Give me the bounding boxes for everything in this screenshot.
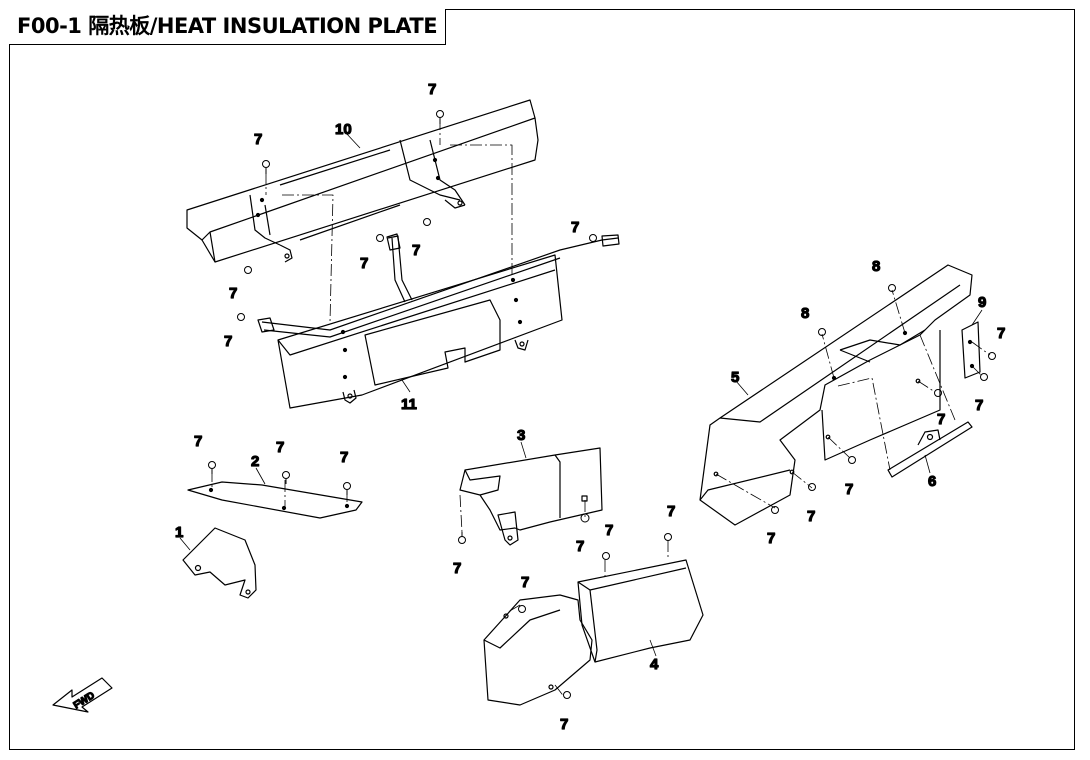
callout-7: 7 bbox=[605, 522, 613, 539]
bolt bbox=[518, 605, 526, 613]
callout-7: 7 bbox=[521, 574, 529, 591]
bolt bbox=[282, 471, 290, 484]
fwd-arrow-icon: FWD bbox=[52, 677, 113, 713]
callout-labels: 7 7 10 7 7 7 7 7 11 7 2 7 7 1 3 7 7 7 7 … bbox=[174, 80, 1006, 733]
part-3-center-shield bbox=[459, 447, 603, 546]
bolt bbox=[436, 110, 444, 124]
bolt bbox=[664, 533, 672, 541]
bolt bbox=[580, 513, 590, 523]
diagram-title: F00-1 隔热板/HEAT INSULATION PLATE bbox=[9, 9, 447, 45]
callout-3: 3 bbox=[517, 427, 525, 444]
part-1-bracket bbox=[182, 527, 257, 599]
callout-7: 7 bbox=[767, 530, 775, 547]
part-11-lower-heat-shield bbox=[257, 233, 620, 409]
bolt bbox=[376, 234, 384, 242]
bolt bbox=[848, 456, 856, 464]
bolt bbox=[602, 552, 610, 560]
callout-7: 7 bbox=[229, 285, 237, 302]
callout-7: 7 bbox=[667, 503, 675, 520]
bolt bbox=[818, 328, 826, 336]
bolt bbox=[771, 506, 779, 514]
callout-10: 10 bbox=[335, 121, 352, 138]
bolt bbox=[589, 234, 597, 242]
callout-7: 7 bbox=[807, 508, 815, 525]
callout-7: 7 bbox=[194, 433, 202, 450]
bolt bbox=[423, 218, 431, 226]
alignment-lines bbox=[211, 118, 991, 699]
part-9-plate bbox=[961, 321, 981, 379]
callout-8: 8 bbox=[872, 258, 880, 275]
bolt bbox=[934, 389, 942, 397]
callout-7: 7 bbox=[428, 81, 436, 98]
callout-7: 7 bbox=[997, 325, 1005, 342]
callout-7: 7 bbox=[975, 397, 983, 414]
bolt bbox=[237, 313, 245, 321]
callout-7: 7 bbox=[937, 411, 945, 428]
callout-7: 7 bbox=[576, 538, 584, 555]
bolt bbox=[244, 266, 252, 274]
bolt bbox=[808, 483, 816, 491]
callout-7: 7 bbox=[453, 560, 461, 577]
leader-lines bbox=[179, 132, 983, 657]
part-10-upper-heat-shield bbox=[186, 99, 539, 263]
bolt bbox=[988, 352, 996, 360]
part-2-plate bbox=[187, 481, 363, 519]
callout-5: 5 bbox=[731, 369, 739, 386]
callout-11: 11 bbox=[401, 396, 417, 413]
part-5-large-shield bbox=[699, 264, 973, 526]
bolt bbox=[458, 532, 466, 544]
callout-1: 1 bbox=[175, 524, 183, 541]
callout-8: 8 bbox=[801, 305, 809, 322]
bolt bbox=[262, 160, 270, 174]
callout-4: 4 bbox=[650, 656, 659, 673]
callout-7: 7 bbox=[412, 242, 420, 259]
callout-7: 7 bbox=[360, 255, 368, 272]
callout-9: 9 bbox=[978, 294, 986, 311]
part-6-bracket bbox=[887, 421, 973, 478]
bolt bbox=[980, 373, 988, 381]
callout-2: 2 bbox=[251, 453, 259, 470]
callout-7: 7 bbox=[254, 131, 262, 148]
bolt bbox=[563, 691, 571, 699]
callout-7: 7 bbox=[560, 716, 568, 733]
bolt bbox=[208, 461, 216, 474]
diagram-frame bbox=[9, 9, 1075, 750]
callout-7: 7 bbox=[340, 449, 348, 466]
part-4-muffler-shield bbox=[483, 559, 704, 706]
callout-7: 7 bbox=[276, 439, 284, 456]
callout-7: 7 bbox=[845, 481, 853, 498]
bolt bbox=[888, 284, 896, 292]
bolt bbox=[343, 482, 351, 495]
callout-7: 7 bbox=[224, 333, 232, 350]
callout-6: 6 bbox=[928, 473, 936, 490]
fastener-bolts bbox=[208, 110, 996, 699]
callout-7: 7 bbox=[571, 219, 579, 236]
